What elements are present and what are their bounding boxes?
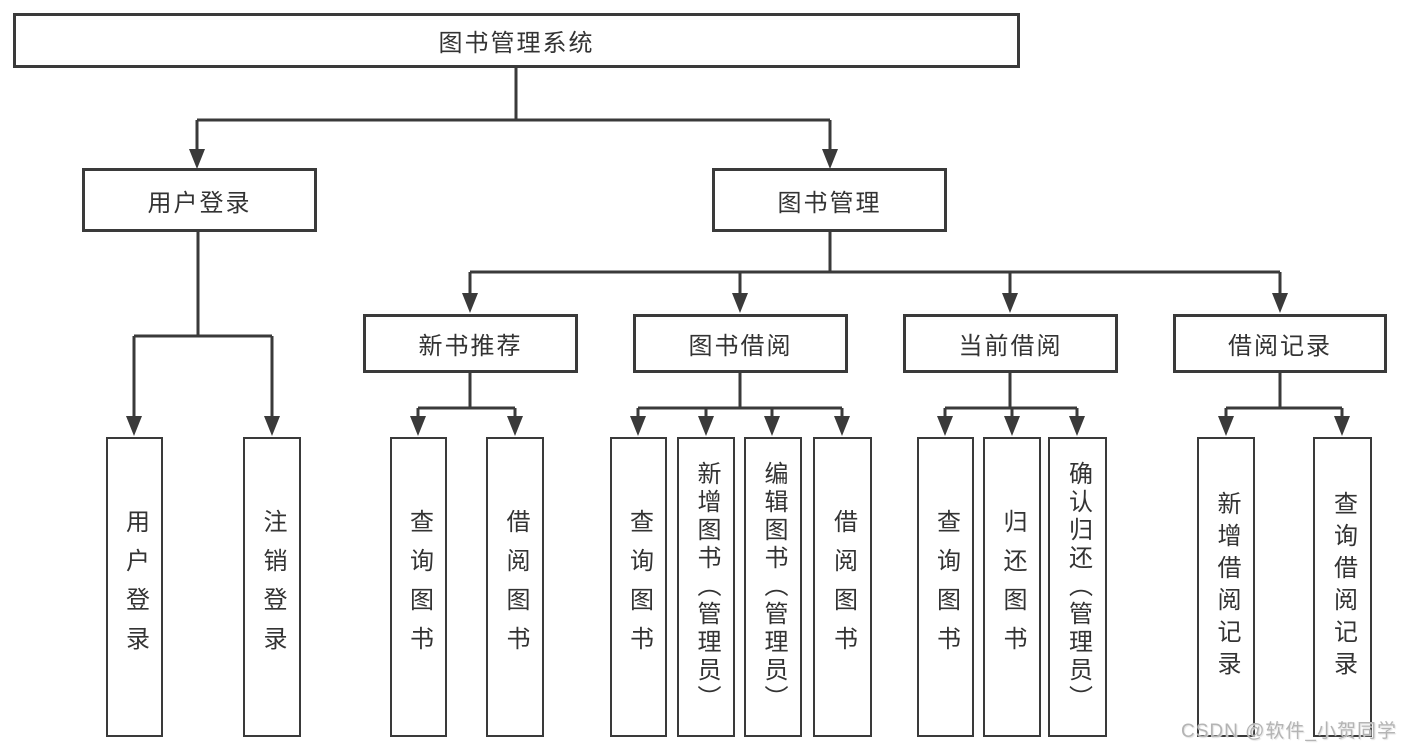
node-borrowing-records: 借阅记录 [1173,314,1387,373]
leaf-edit-books-admin: 编辑图书（管理员） [744,437,802,737]
node-library-management-system: 图书管理系统 [13,13,1020,68]
leaf-add-books-admin: 新增图书（管理员） [677,437,735,737]
node-label: 借阅图书 [502,509,529,665]
node-label: 用户登录 [121,509,149,665]
leaf-confirm-return-admin: 确认归还（管理员） [1048,437,1107,737]
leaf-user-login: 用户登录 [106,437,163,737]
node-label: 用户登录 [147,189,252,217]
node-label: 新增借阅记录 [1213,491,1240,683]
node-label: 查询图书 [625,509,653,665]
leaf-borrow-books-borrow: 借阅图书 [813,437,872,737]
leaf-query-books-current: 查询图书 [917,437,974,737]
node-book-borrowing: 图书借阅 [633,314,848,373]
node-label: 新增图书（管理员） [693,461,720,713]
node-new-book-recommendation: 新书推荐 [363,314,578,373]
node-label: 借阅记录 [1228,333,1332,360]
node-label: 图书管理系统 [438,30,595,57]
node-label: 查询借阅记录 [1329,491,1357,683]
node-user-login: 用户登录 [82,168,317,232]
node-label: 查询图书 [405,509,433,665]
node-label: 新书推荐 [418,333,523,360]
csdn-watermark: CSDN @软件_小贺同学 [1181,721,1397,742]
node-current-borrowing: 当前借阅 [903,314,1118,373]
node-book-management: 图书管理 [712,168,947,232]
node-label: 图书管理 [777,189,882,217]
leaf-query-books-recommend: 查询图书 [390,437,447,737]
arrowheads [126,149,1350,436]
node-label: 归还图书 [999,509,1026,665]
node-label: 当前借阅 [958,333,1063,360]
node-label: 查询图书 [932,509,960,665]
leaf-return-books: 归还图书 [983,437,1041,737]
leaf-query-borrowing-record: 查询借阅记录 [1313,437,1372,737]
node-label: 注销登录 [259,509,286,665]
leaf-borrow-books-recommend: 借阅图书 [486,437,544,737]
leaf-query-books-borrow: 查询图书 [610,437,667,737]
leaf-add-borrowing-record: 新增借阅记录 [1197,437,1255,737]
node-label: 图书借阅 [688,333,793,360]
node-label: 借阅图书 [829,509,857,665]
leaf-logout-login: 注销登录 [243,437,301,737]
node-label: 确认归还（管理员） [1064,461,1092,713]
node-label: 编辑图书（管理员） [760,461,787,713]
